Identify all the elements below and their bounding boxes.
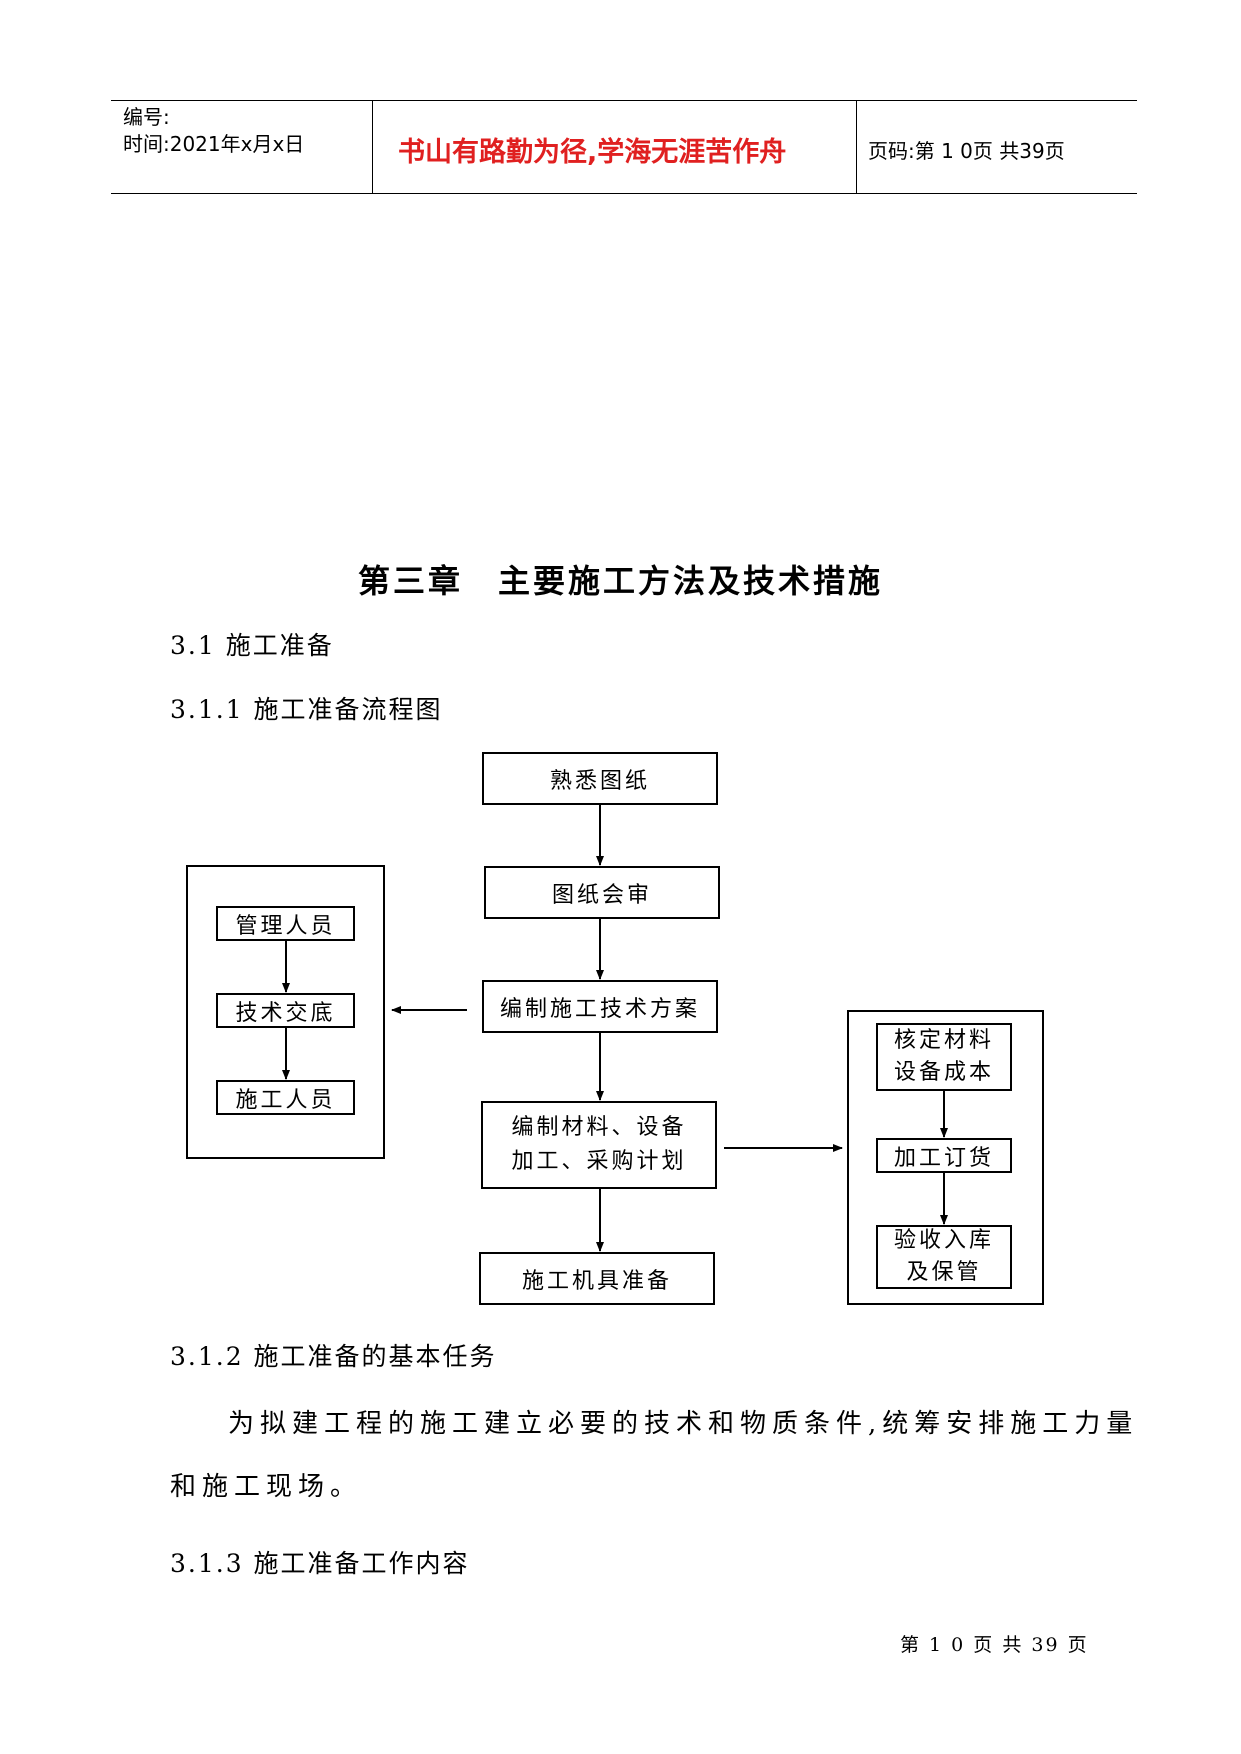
- flow-step-label-line1: 编制材料、设备: [511, 1115, 687, 1140]
- flow-right-acceptance-storage: 验收入库 及保管: [876, 1225, 1012, 1289]
- paragraph-line-2: 和施工现场。: [170, 1472, 363, 1502]
- flow-left-management-staff: 管理人员: [216, 906, 355, 941]
- flow-step-procurement-plan: 编制材料、设备 加工、采购计划: [481, 1101, 717, 1189]
- section-3-1-1: 3.1.1 施工准备流程图: [170, 695, 443, 724]
- header-bottom-rule: [111, 193, 1137, 194]
- flow-right-group-frame: [847, 1010, 1044, 1305]
- flow-step-label: 施工机具准备: [521, 1268, 672, 1294]
- flow-step-machinery-prep: 施工机具准备: [479, 1252, 715, 1305]
- flow-left-label: 管理人员: [235, 913, 336, 939]
- flow-step-familiarize-drawings: 熟悉图纸: [482, 752, 718, 805]
- flow-left-technical-briefing: 技术交底: [216, 993, 355, 1028]
- header-top-rule: [111, 100, 1137, 101]
- flow-right-label: 加工订货: [893, 1145, 994, 1171]
- flow-step-label: 图纸会审: [551, 882, 652, 908]
- flow-right-label-line1: 核定材料: [893, 1028, 994, 1053]
- flow-right-label-line2: 设备成本: [893, 1060, 994, 1085]
- flow-step-construction-plan: 编制施工技术方案: [482, 980, 718, 1033]
- section-3-1-2: 3.1.2 施工准备的基本任务: [170, 1342, 497, 1371]
- flow-step-label: 编制施工技术方案: [499, 996, 700, 1022]
- flow-right-processing-order: 加工订货: [876, 1138, 1012, 1173]
- flow-right-label-line2: 及保管: [906, 1260, 982, 1285]
- header-time-label: 时间:2021年x月x日: [123, 132, 305, 156]
- section-3-1-3: 3.1.3 施工准备工作内容: [170, 1549, 470, 1578]
- flow-left-label: 技术交底: [235, 1000, 336, 1026]
- header-motto: 书山有路勤为径,学海无涯苦作舟: [398, 137, 787, 168]
- flow-right-material-cost: 核定材料 设备成本: [876, 1023, 1012, 1091]
- flow-left-construction-workers: 施工人员: [216, 1080, 355, 1115]
- header-divider-left: [372, 100, 373, 194]
- footer-page-number: 第 1 0 页 共 39 页: [900, 1634, 1089, 1656]
- section-3-1: 3.1 施工准备: [170, 631, 334, 660]
- flow-step-label-line2: 加工、采购计划: [511, 1149, 687, 1174]
- header-number-label: 编号:: [123, 105, 170, 129]
- chapter-title: 第三章 主要施工方法及技术措施: [357, 562, 883, 600]
- paragraph-line-1: 为拟建工程的施工建立必要的技术和物质条件,统筹安排施工力量: [228, 1409, 1139, 1439]
- header-divider-right: [856, 100, 857, 194]
- flow-step-label: 熟悉图纸: [549, 768, 650, 794]
- header-page-label: 页码:第 1 0页 共39页: [868, 139, 1065, 163]
- flow-left-label: 施工人员: [235, 1087, 336, 1113]
- flow-step-drawing-review: 图纸会审: [484, 866, 720, 919]
- flow-right-label-line1: 验收入库: [893, 1228, 994, 1253]
- flow-left-group-frame: [186, 865, 385, 1159]
